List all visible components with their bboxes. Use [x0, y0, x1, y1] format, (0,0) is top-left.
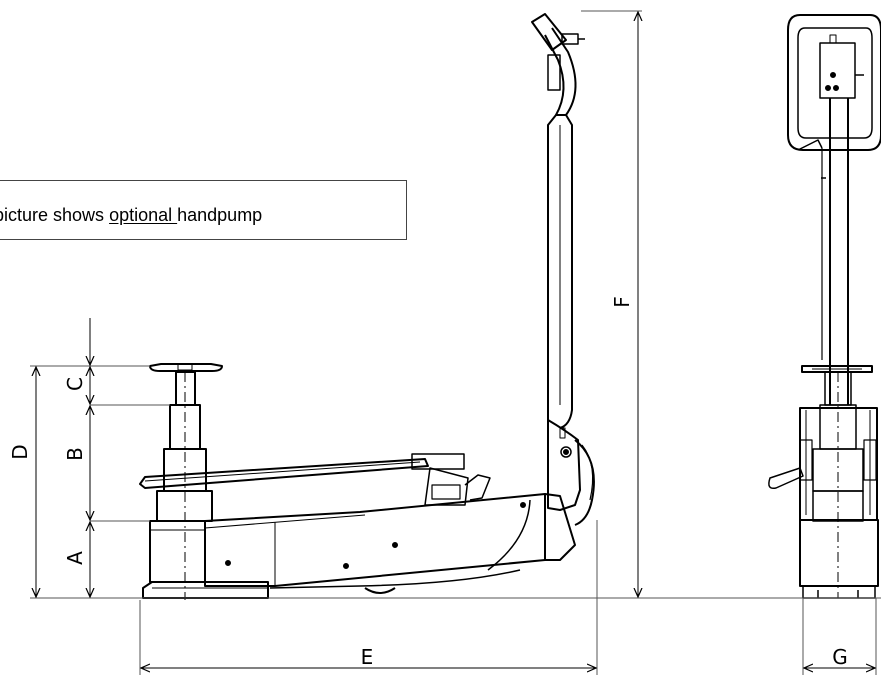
dim-label-e: E — [361, 645, 374, 669]
cylinder-base — [149, 520, 206, 583]
dim-label-g: G — [832, 645, 848, 669]
front-saddle — [801, 365, 873, 373]
front-base — [799, 519, 879, 599]
note-suffix: handpump — [177, 205, 263, 225]
side-view — [139, 13, 595, 600]
dim-label-b: B — [63, 447, 87, 461]
pivot-bracket — [547, 419, 595, 526]
front-frame — [799, 407, 878, 520]
handle-loop — [787, 14, 881, 151]
dim-label-f: F — [610, 296, 634, 308]
handpump-lever — [139, 453, 491, 506]
note-emphasis: optional — [109, 205, 178, 225]
dim-label-d: D — [8, 444, 32, 459]
front-rams — [812, 371, 864, 598]
front-lever-stub — [768, 467, 804, 490]
note-box — [0, 180, 407, 240]
dim-label-c: C — [63, 377, 87, 391]
tow-handle — [531, 13, 585, 429]
control-box — [819, 34, 864, 99]
note-prefix: picture shows — [0, 205, 110, 225]
dimension-lines — [30, 10, 881, 675]
handle-tube — [797, 98, 849, 405]
chassis-body — [204, 493, 546, 587]
dim-label-a: A — [63, 551, 87, 565]
front-nose — [269, 493, 576, 589]
saddle-plate — [149, 363, 223, 372]
front-view — [768, 14, 881, 599]
dimension-labels: D C B A F E G — [8, 296, 848, 669]
wheel — [364, 587, 396, 594]
note-text: picture shows optional handpump — [0, 205, 262, 226]
